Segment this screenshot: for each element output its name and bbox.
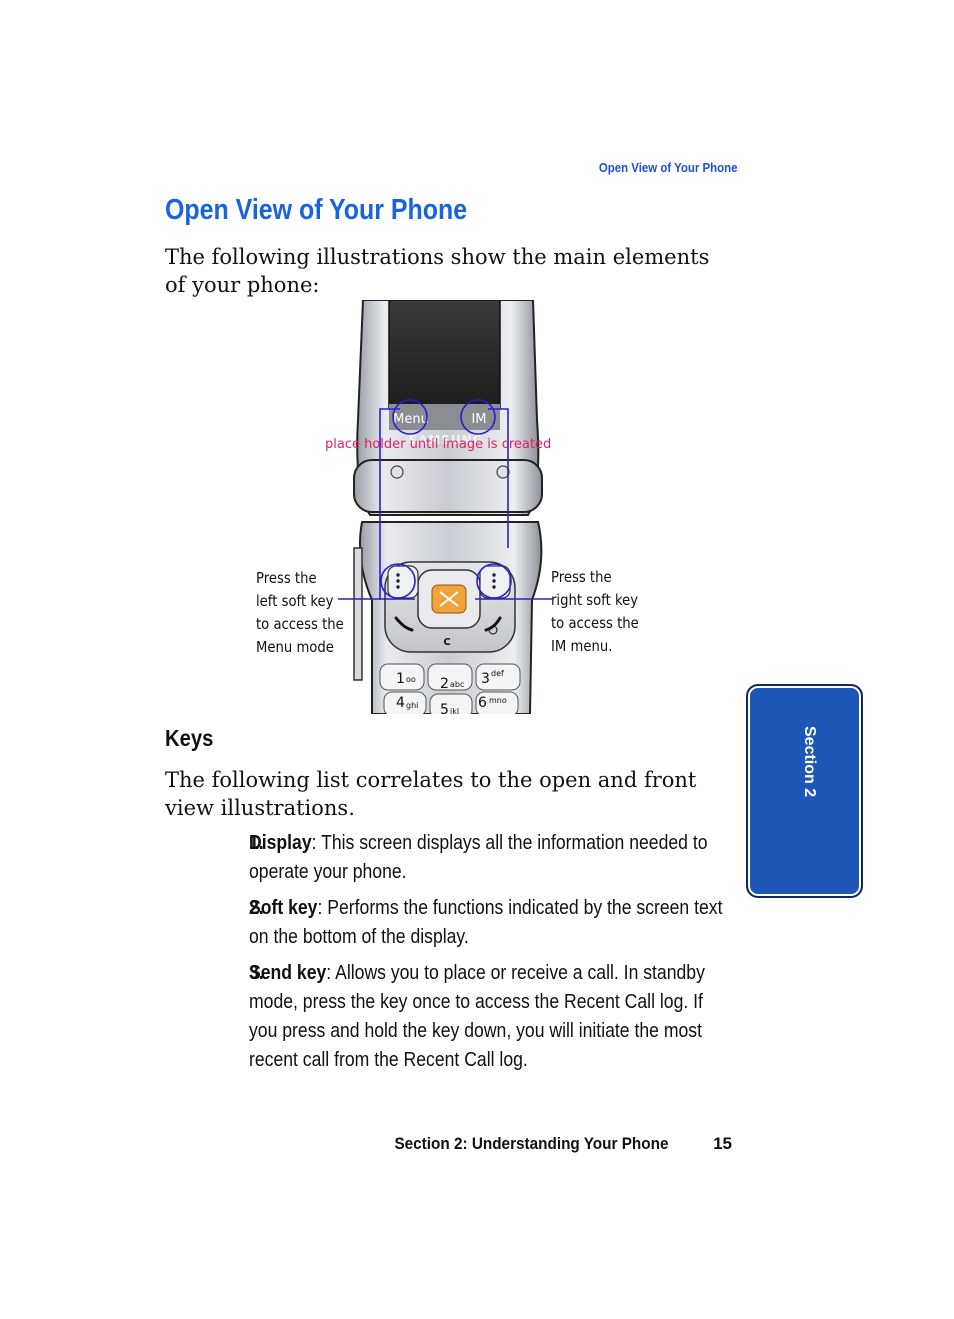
key-name: Display <box>249 832 312 854</box>
list-number: 2. <box>249 897 264 919</box>
key-description: : Allows you to place or receive a call.… <box>249 962 705 1071</box>
key-digit: 3 <box>481 671 490 687</box>
key-letters: oo <box>406 675 416 684</box>
page-number: 15 <box>713 1134 732 1153</box>
placeholder-note: place holder until image is created <box>325 437 552 452</box>
keys-intro-paragraph: The following list correlates to the ope… <box>165 768 697 820</box>
phone-illustration: Menu IM SAMSUNG C 1 oo 2 abc 3 def 4 ghi… <box>338 300 552 714</box>
list-number: 1. <box>249 832 264 854</box>
key-description: : This screen displays all the informati… <box>249 832 708 883</box>
screen-softkey-right: IM <box>471 412 486 427</box>
key-digit: 1 <box>396 671 405 687</box>
callout-left-soft-key: Press the left soft key to access the Me… <box>256 569 344 656</box>
key-digit: 2 <box>440 676 449 692</box>
key-letters: ghi <box>406 701 418 710</box>
key-letters: mno <box>489 696 507 705</box>
keypad: 1 oo 2 abc 3 def 4 ghi 5 jkl 6 mno <box>379 663 521 714</box>
key-name: Soft key <box>249 897 318 919</box>
send-key-icon <box>394 616 414 632</box>
callout-markers <box>338 399 552 600</box>
clear-key: C <box>443 637 450 648</box>
screen-softkey-left: Menu <box>393 412 429 427</box>
key-digit: 4 <box>396 695 405 711</box>
callout-right-soft-key: Press the right soft key to access the I… <box>551 568 639 655</box>
section-tab-label: Section 2 <box>801 726 818 798</box>
list-item: 2. Soft key: Performs the functions indi… <box>217 894 737 952</box>
key-letters: jkl <box>449 707 459 714</box>
left-soft-key <box>387 565 419 599</box>
keys-list: 1. Display: This screen displays all the… <box>217 829 737 1082</box>
phone-hinge <box>353 459 543 513</box>
section-tab: Section 2 <box>746 684 863 898</box>
intro-paragraph: The following illustrations show the mai… <box>165 245 710 297</box>
phone-display <box>388 300 501 409</box>
list-item: 3. Send key: Allows you to place or rece… <box>217 959 737 1075</box>
running-head: Open View of Your Phone <box>598 160 737 175</box>
list-number: 3. <box>249 962 264 984</box>
page-title: Open View of Your Phone <box>165 194 468 226</box>
key-name: Send key <box>249 962 327 984</box>
footer-section-title: Section 2: Understanding Your Phone <box>393 1134 668 1153</box>
key-digit: 5 <box>440 702 449 714</box>
keys-heading: Keys <box>165 725 214 751</box>
key-letters: def <box>491 669 504 678</box>
key-digit: 6 <box>478 695 487 711</box>
brand-logo: SAMSUNG <box>408 433 483 447</box>
key-description: : Performs the functions indicated by th… <box>249 897 723 948</box>
key-letters: abc <box>450 680 464 689</box>
list-item: 1. Display: This screen displays all the… <box>217 829 737 887</box>
